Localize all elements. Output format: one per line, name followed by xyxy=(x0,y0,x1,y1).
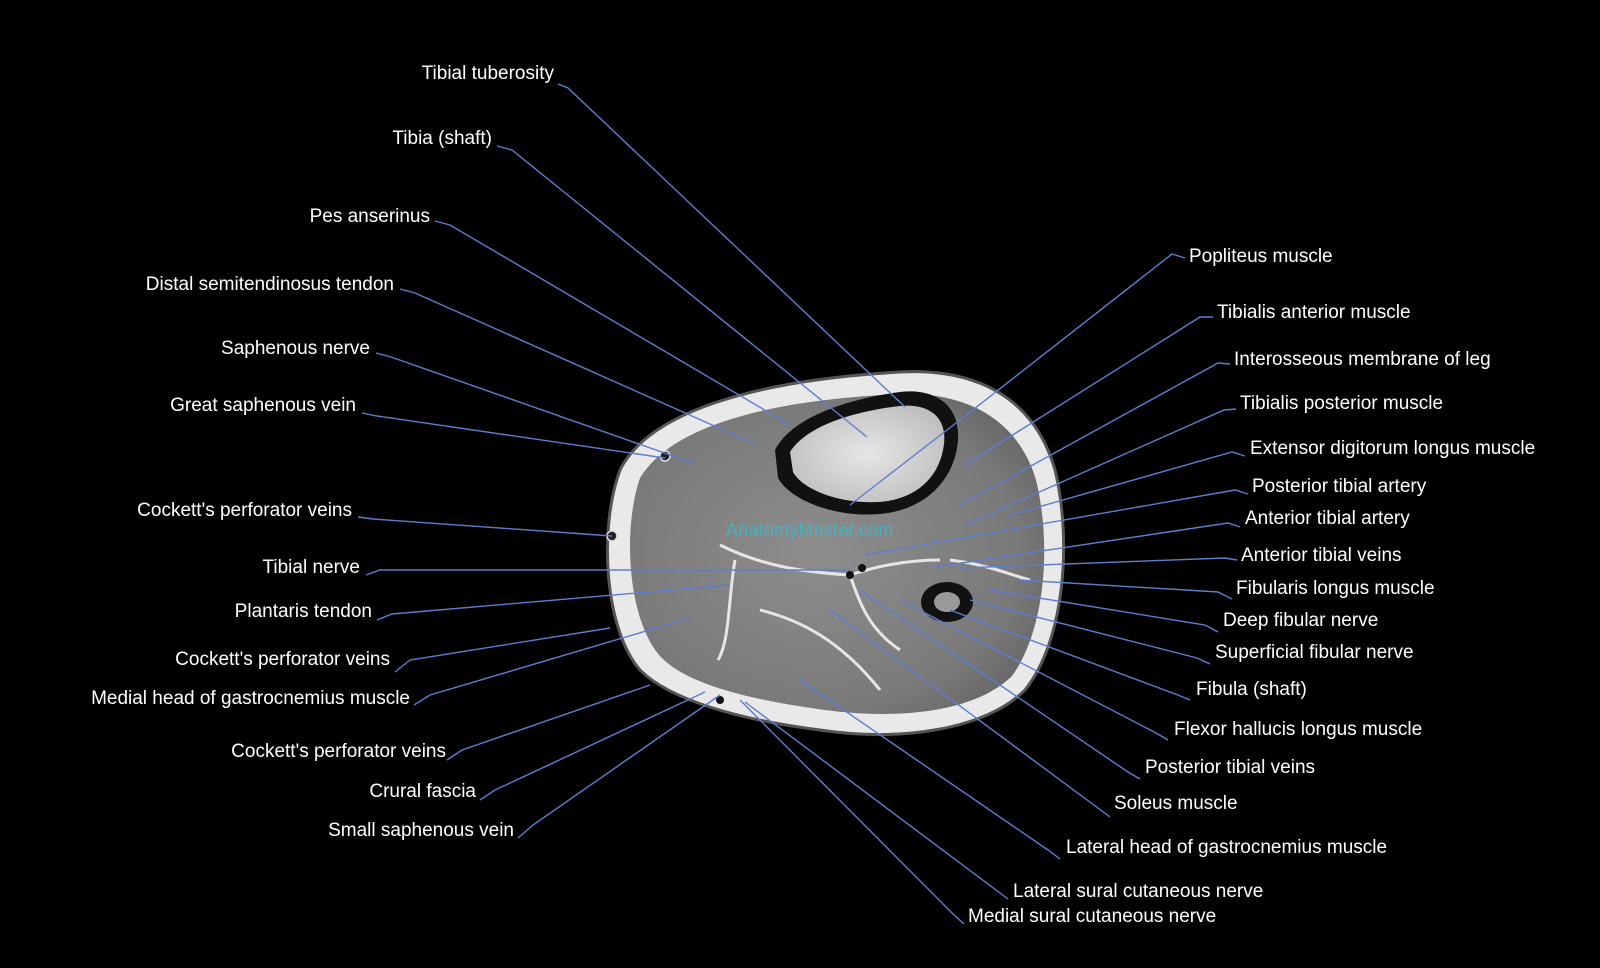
label-lateral-head-gastrocnemius: Lateral head of gastrocnemius muscle xyxy=(1066,837,1388,858)
label-medial-sural-cutaneous-nerve: Medial sural cutaneous nerve xyxy=(968,906,1217,927)
vessel-dot xyxy=(716,696,724,704)
label-tibialis-anterior-muscle: Tibialis anterior muscle xyxy=(1217,302,1411,323)
label-fibularis-longus: Fibularis longus muscle xyxy=(1236,578,1435,599)
leader-line xyxy=(899,599,1169,741)
leader-line xyxy=(959,362,1231,506)
label-posterior-tibial-artery: Posterior tibial artery xyxy=(1252,476,1427,497)
leader-line xyxy=(859,589,1141,780)
label-pes-anserinus: Pes anserinus xyxy=(309,206,430,227)
label-crural-fascia: Crural fascia xyxy=(369,781,476,802)
leader-line xyxy=(1009,451,1246,516)
fibula-marrow xyxy=(934,592,960,612)
label-posterior-tibial-veins: Posterior tibial veins xyxy=(1145,757,1316,778)
label-tibialis-posterior-muscle: Tibialis posterior muscle xyxy=(1240,393,1444,414)
leader-line xyxy=(849,253,1186,506)
label-extensor-digitorum-longus: Extensor digitorum longus muscle xyxy=(1250,438,1536,459)
leader-line xyxy=(964,316,1213,466)
watermark: AnatomyMaster.com xyxy=(726,520,894,540)
leader-line xyxy=(964,408,1237,526)
leader-line xyxy=(934,522,1241,568)
label-fibula-shaft: Fibula (shaft) xyxy=(1196,679,1307,700)
leader-line xyxy=(361,412,666,459)
label-popliteus-muscle: Popliteus muscle xyxy=(1189,246,1333,267)
vessel-dot xyxy=(858,564,866,572)
skin-edge xyxy=(605,370,1066,736)
leader-line xyxy=(517,694,721,839)
leader-line xyxy=(557,83,906,408)
leader-line xyxy=(365,569,850,576)
label-saphenous-nerve: Saphenous nerve xyxy=(221,338,370,359)
leader-line xyxy=(959,557,1238,569)
label-superficial-fibular-nerve: Superficial fibular nerve xyxy=(1215,642,1414,663)
leader-line xyxy=(399,288,756,445)
label-deep-fibular-nerve: Deep fibular nerve xyxy=(1223,610,1379,631)
label-lateral-sural-cutaneous-nerve: Lateral sural cutaneous nerve xyxy=(1013,881,1264,902)
label-tibial-nerve: Tibial nerve xyxy=(262,557,360,578)
label-interosseous-membrane: Interosseous membrane of leg xyxy=(1234,349,1491,370)
label-cocketts-perforator-veins-2: Cockett's perforator veins xyxy=(175,649,390,670)
leader-line xyxy=(434,220,791,426)
leader-lines xyxy=(357,83,1249,925)
leader-line xyxy=(375,352,697,465)
label-distal-semitendinosus-tendon: Distal semitendinosus tendon xyxy=(145,274,394,295)
leader-line xyxy=(413,617,691,706)
leader-line xyxy=(376,584,731,621)
leader-line xyxy=(496,145,868,438)
leader-line xyxy=(864,489,1249,556)
label-anterior-tibial-veins: Anterior tibial veins xyxy=(1241,545,1402,566)
label-soleus-muscle: Soleus muscle xyxy=(1114,793,1238,814)
label-cocketts-perforator-veins-3: Cockett's perforator veins xyxy=(231,741,446,762)
leader-line xyxy=(829,609,1111,818)
label-cocketts-perforator-veins-1: Cockett's perforator veins xyxy=(137,500,352,521)
label-great-saphenous-vein: Great saphenous vein xyxy=(170,395,356,416)
leader-line xyxy=(799,679,1061,860)
vessel-dot xyxy=(846,571,854,579)
leader-line xyxy=(989,589,1219,633)
label-flexor-hallucis-longus: Flexor hallucis longus muscle xyxy=(1174,719,1423,740)
label-tibia-shaft: Tibia (shaft) xyxy=(392,128,492,149)
leader-line xyxy=(446,684,651,761)
fascia-lines xyxy=(716,543,1031,691)
leader-line xyxy=(969,599,1211,665)
leader-line xyxy=(394,627,611,673)
leader-line xyxy=(739,699,965,925)
tibia-marrow xyxy=(790,405,945,503)
leader-line xyxy=(1019,579,1233,600)
leader-line xyxy=(744,701,1009,900)
label-tibial-tuberosity: Tibial tuberosity xyxy=(421,63,554,84)
label-anterior-tibial-artery: Anterior tibial artery xyxy=(1245,508,1410,529)
label-small-saphenous-vein: Small saphenous vein xyxy=(328,820,514,841)
leader-line xyxy=(479,691,706,801)
label-medial-head-gastrocnemius: Medial head of gastrocnemius muscle xyxy=(91,688,410,709)
leader-line xyxy=(357,516,613,537)
leader-line xyxy=(949,609,1191,701)
label-plantaris-tendon: Plantaris tendon xyxy=(234,601,372,622)
